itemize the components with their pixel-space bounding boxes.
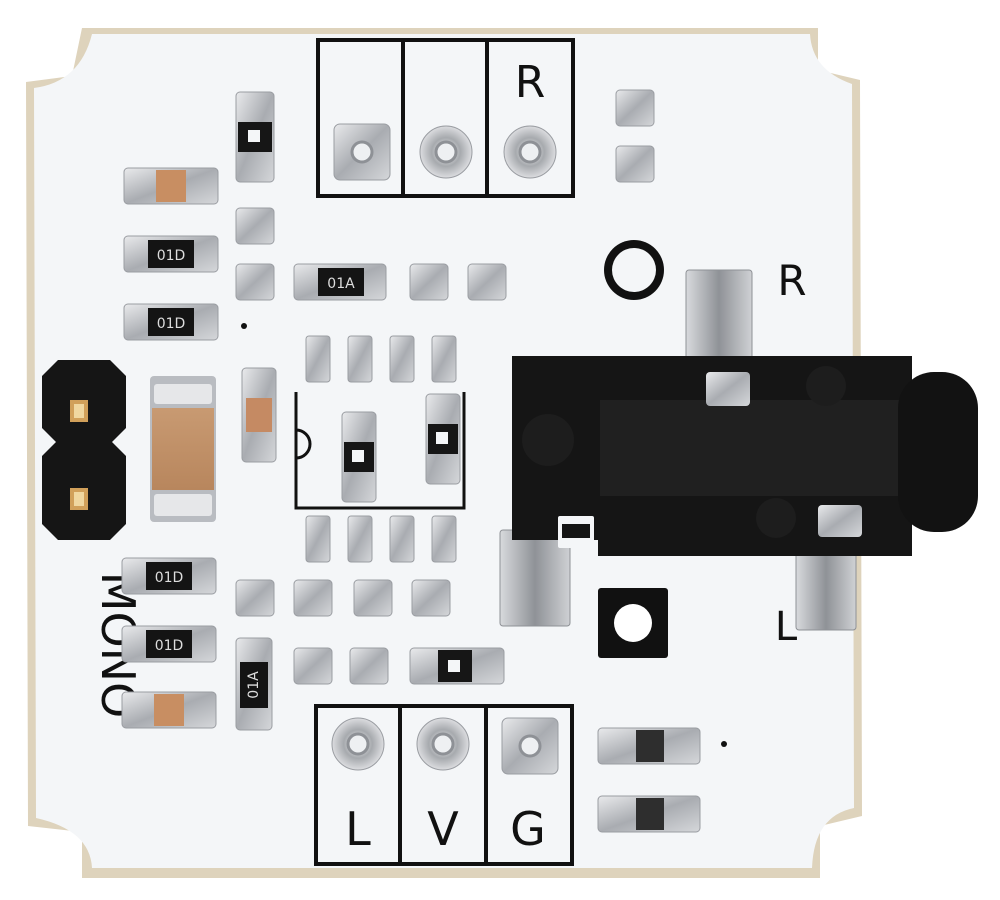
mounting-hole-top: [604, 240, 664, 300]
label-bottom-g: G: [510, 802, 546, 856]
capacitor-bottom-left: [121, 691, 217, 729]
ic-pads: [305, 335, 457, 563]
label-side-r: R: [777, 256, 806, 305]
diode-1: [341, 411, 377, 503]
resistor-r1: 01D: [123, 235, 219, 273]
bottom-header-pads: [331, 717, 559, 775]
resistor-r5: 01D: [121, 625, 217, 663]
label-side-l: L: [775, 604, 798, 650]
diode-top-vertical: [235, 91, 275, 183]
ic-outline: [294, 392, 466, 510]
diode-2: [425, 393, 461, 485]
resistor-r4: 01D: [121, 557, 217, 595]
audio-jack: [512, 356, 978, 556]
resistor-r2: 01D: [123, 303, 219, 341]
resistor-r3-marking: 01A: [327, 276, 355, 292]
capacitor-small: [241, 367, 277, 463]
resistor-r2-marking: 01D: [157, 316, 186, 332]
resistor-r5-marking: 01D: [155, 638, 184, 654]
capacitor-large: [150, 376, 216, 522]
label-top-r: R: [515, 57, 546, 108]
mono-jumper-header: [42, 360, 126, 540]
capacitor-top-left: [123, 167, 219, 205]
label-bottom-v: V: [427, 802, 459, 856]
top-header-pads: [333, 123, 557, 181]
jack-tab-right: [795, 549, 857, 631]
silk-dots: [241, 323, 727, 747]
diode-bottom-horizontal: [409, 647, 505, 685]
mounting-hole-bottom: [598, 588, 668, 658]
bottom-connector-frame: [314, 704, 574, 866]
resistor-r6-marking: 01A: [246, 671, 262, 699]
top-connector-frame: [316, 38, 575, 198]
inductor-right-2: [597, 795, 701, 833]
unpopulated-pads: [235, 89, 655, 685]
jack-tab-top: [685, 269, 753, 361]
resistor-r1-marking: 01D: [157, 248, 186, 264]
resistor-r6: 01A: [235, 637, 273, 731]
inductor-right-1: [597, 727, 701, 765]
label-bottom-l: L: [345, 802, 371, 856]
resistor-r4-marking: 01D: [155, 570, 184, 586]
resistor-r3: 01A: [293, 263, 387, 301]
